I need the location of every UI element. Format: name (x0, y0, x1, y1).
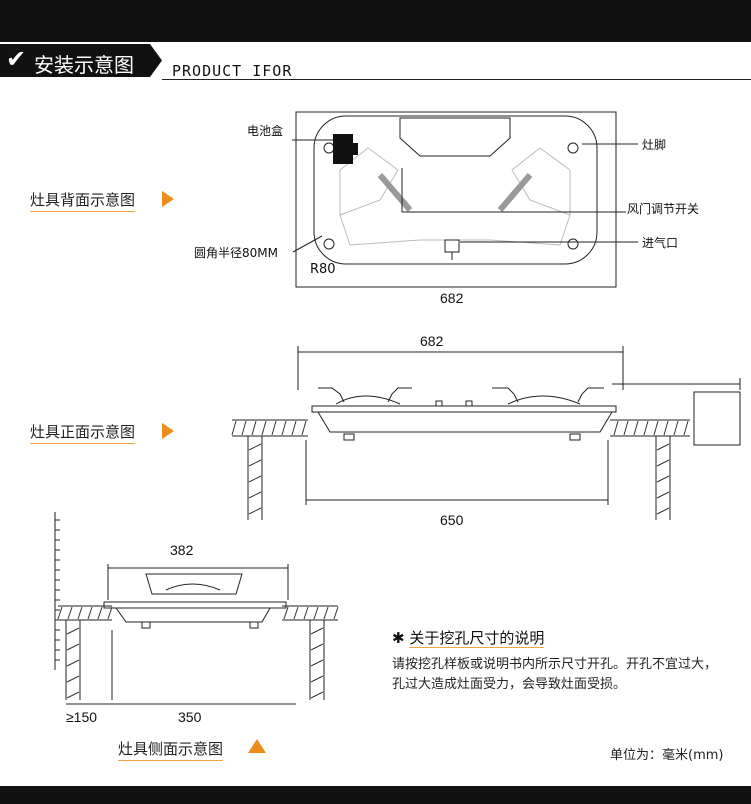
orange-up-arrow-icon (248, 739, 266, 753)
bottom-dark-band (0, 786, 751, 804)
side-burner (145, 573, 243, 595)
header-rule (162, 79, 751, 80)
section-title: 安装示意图 (34, 53, 134, 77)
foot-hole-bottom-right (567, 238, 579, 250)
burner-left-wing-l (318, 387, 345, 403)
back-view-title: 灶具背面示意图 (30, 189, 174, 212)
foot-hole-top-right (567, 142, 579, 154)
side-glass-top (103, 601, 287, 609)
gas-inlet-fitting (444, 239, 460, 253)
front-side-box (693, 391, 741, 446)
back-view-top-notch (399, 117, 511, 157)
side-depth-value: 382 (170, 542, 194, 558)
orange-arrow-icon (162, 191, 174, 207)
foot-hole-bottom-left (323, 238, 335, 250)
battery-box (333, 134, 353, 164)
label-gas-inlet: 进气口 (642, 236, 679, 250)
side-view-title-text: 灶具侧面示意图 (118, 740, 224, 758)
section-subtitle: PRODUCT IFOR (172, 62, 293, 80)
back-view-frame (295, 111, 617, 288)
back-width-value: 682 (440, 290, 464, 306)
label-corner-radius: 圆角半径80MM (194, 246, 278, 260)
label-r80: R80 (310, 262, 336, 277)
label-damper-switch: 风门调节开关 (627, 202, 700, 216)
note-body: 请按挖孔样板或说明书内所示尺寸开孔。开孔不宜过大，孔过大造成灶面受力，会导致灶面… (392, 657, 718, 692)
front-view-title-text: 灶具正面示意图 (30, 423, 136, 441)
note-title: ✱ 关于挖孔尺寸的说明 (392, 627, 545, 648)
side-view-title: 灶具侧面示意图 (118, 738, 224, 761)
front-width-value: 682 (420, 333, 444, 349)
front-view-title: 灶具正面示意图 (30, 421, 174, 444)
front-cutout-value: 650 (440, 512, 464, 528)
back-view-title-text: 灶具背面示意图 (30, 191, 136, 209)
check-icon: ✔ (6, 45, 27, 73)
orange-arrow-icon (162, 423, 174, 439)
unit-label: 单位为：毫米(mm) (610, 748, 724, 763)
burner-left-cap (335, 395, 401, 405)
star-icon: ✱ (392, 629, 405, 647)
section-header-tag: ✔ 安装示意图 (0, 44, 162, 77)
label-battery-box: 电池盒 (247, 124, 284, 138)
top-dark-band (0, 0, 751, 42)
note-title-text: 关于挖孔尺寸的说明 (409, 629, 545, 648)
foot-hole-top-left (323, 142, 335, 154)
front-body (317, 411, 613, 433)
front-glass-top (311, 405, 617, 413)
label-stove-feet: 灶脚 (642, 138, 667, 152)
side-cutout-value: 350 (178, 709, 202, 725)
burner-right-cap (507, 395, 581, 405)
side-gap-value: ≥150 (66, 709, 98, 725)
back-view-hob-outline (313, 115, 598, 265)
